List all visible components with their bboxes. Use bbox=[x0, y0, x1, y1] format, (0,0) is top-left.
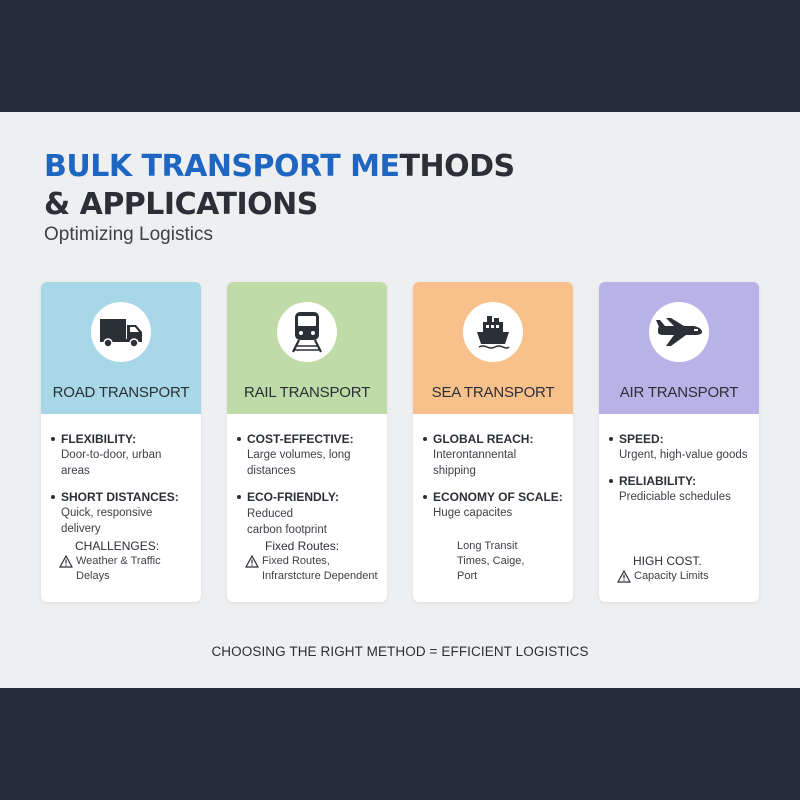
warning-icon bbox=[59, 555, 73, 568]
bullet-heading: ECONOMY OF SCALE: bbox=[433, 490, 563, 504]
truck-icon bbox=[91, 302, 151, 362]
challenge-block: HIGH COST. Capacity Limits bbox=[617, 553, 753, 584]
bullet-text: Prediciable schedules bbox=[619, 491, 731, 503]
bottom-band bbox=[0, 688, 800, 800]
card-air-body: SPEED: Urgent, high-value goods RELIABIL… bbox=[599, 414, 759, 602]
challenge-text: Long Transit Times, Caige, Port bbox=[457, 540, 525, 582]
bullet-item: SPEED: Urgent, high-value goods bbox=[609, 431, 751, 463]
bullet-item: ECONOMY OF SCALE: Huge capacites bbox=[423, 489, 565, 521]
train-icon bbox=[277, 302, 337, 362]
bullet-item: FLEXIBILITY: Door-to-door, urban areas bbox=[51, 431, 193, 479]
challenge-block: Fixed Routes: Fixed Routes, Infrarstctur… bbox=[245, 538, 381, 584]
bullet-heading: RELIABILITY: bbox=[619, 474, 697, 488]
challenge-text: Fixed Routes, Infrarstcture Dependent bbox=[262, 555, 378, 582]
warning-icon bbox=[245, 555, 259, 568]
card-road-transport: ROAD TRANSPORT FLEXIBILITY: Door-to-door… bbox=[41, 282, 201, 602]
ship-icon bbox=[463, 302, 523, 362]
challenge-heading: CHALLENGES: bbox=[75, 539, 160, 553]
airplane-icon bbox=[649, 302, 709, 362]
page-subtitle: Optimizing Logistics bbox=[44, 224, 213, 245]
top-band bbox=[0, 0, 800, 112]
bullet-inline-text: Reduced bbox=[247, 508, 294, 520]
page-title: BULK TRANSPORT METHODS & APPLICATIONS bbox=[44, 148, 604, 224]
title-accent: BULK TRANSPORT ME bbox=[44, 149, 400, 184]
card-air-transport: AIR TRANSPORT SPEED: Urgent, high-value … bbox=[599, 282, 759, 602]
bullet-item: ECO-FRIENDLY: Reduced carbon footprint bbox=[237, 489, 379, 538]
card-sea-title: SEA TRANSPORT bbox=[431, 384, 555, 401]
card-sea-transport: SEA TRANSPORT GLOBAL REACH: Interontanne… bbox=[413, 282, 573, 602]
bullet-text: Interontannental shipping bbox=[433, 449, 517, 477]
card-road-header: ROAD TRANSPORT bbox=[41, 282, 201, 414]
card-rail-transport: RAIL TRANSPORT COST-EFFECTIVE: Large vol… bbox=[227, 282, 387, 602]
bullet-heading: COST-EFFECTIVE: bbox=[247, 432, 354, 446]
bullet-item: SHORT DISTANCES: Quick, responsive deliv… bbox=[51, 489, 193, 537]
bullet-text: Door-to-door, urban areas bbox=[61, 449, 162, 477]
infographic-slide: BULK TRANSPORT METHODS & APPLICATIONS Op… bbox=[0, 112, 800, 688]
card-rail-title: RAIL TRANSPORT bbox=[243, 384, 371, 401]
bullet-heading: SHORT DISTANCES: bbox=[61, 490, 179, 504]
bullet-item: RELIABILITY: Prediciable schedules bbox=[609, 473, 751, 505]
bullet-text: Urgent, high-value goods bbox=[619, 449, 748, 461]
card-sea-header: SEA TRANSPORT bbox=[413, 282, 573, 414]
bullet-item: COST-EFFECTIVE: Large volumes, long dist… bbox=[237, 431, 379, 479]
challenge-heading: HIGH COST. bbox=[633, 554, 702, 568]
warning-icon bbox=[617, 570, 631, 583]
challenge-block: Long Transit Times, Caige, Port bbox=[457, 539, 543, 584]
card-air-title: AIR TRANSPORT bbox=[619, 384, 739, 401]
card-rail-body: COST-EFFECTIVE: Large volumes, long dist… bbox=[227, 414, 387, 602]
bullet-text: Large volumes, long distances bbox=[247, 449, 351, 477]
title-line2: & APPLICATIONS bbox=[44, 187, 318, 222]
bullet-text: Huge capacites bbox=[433, 507, 513, 519]
bullet-text: Quick, responsive delivery bbox=[61, 507, 153, 535]
challenge-heading: Fixed Routes: bbox=[265, 539, 340, 553]
challenge-block: CHALLENGES: Weather & Traffic Delays bbox=[59, 538, 195, 584]
challenge-text: Capacity Limits bbox=[634, 570, 709, 582]
card-air-header: AIR TRANSPORT bbox=[599, 282, 759, 414]
challenge-text: Weather & Traffic Delays bbox=[76, 555, 161, 582]
bullet-text: carbon footprint bbox=[247, 524, 327, 536]
card-sea-body: GLOBAL REACH: Interontannental shipping … bbox=[413, 414, 573, 602]
title-line1-rest: THODS bbox=[399, 149, 516, 184]
card-road-body: FLEXIBILITY: Door-to-door, urban areas S… bbox=[41, 414, 201, 602]
bullet-item: GLOBAL REACH: Interontannental shipping bbox=[423, 431, 565, 479]
bullet-heading: SPEED: bbox=[619, 432, 664, 446]
card-rail-header: RAIL TRANSPORT bbox=[227, 282, 387, 414]
card-road-title: ROAD TRANSPORT bbox=[52, 384, 190, 401]
bullet-heading: GLOBAL REACH: bbox=[433, 432, 534, 446]
bullet-heading: ECO-FRIENDLY: bbox=[247, 490, 340, 504]
footer-tagline: CHOOSING THE RIGHT METHOD = EFFICIENT LO… bbox=[211, 644, 589, 659]
bullet-heading: FLEXIBILITY: bbox=[61, 432, 137, 446]
